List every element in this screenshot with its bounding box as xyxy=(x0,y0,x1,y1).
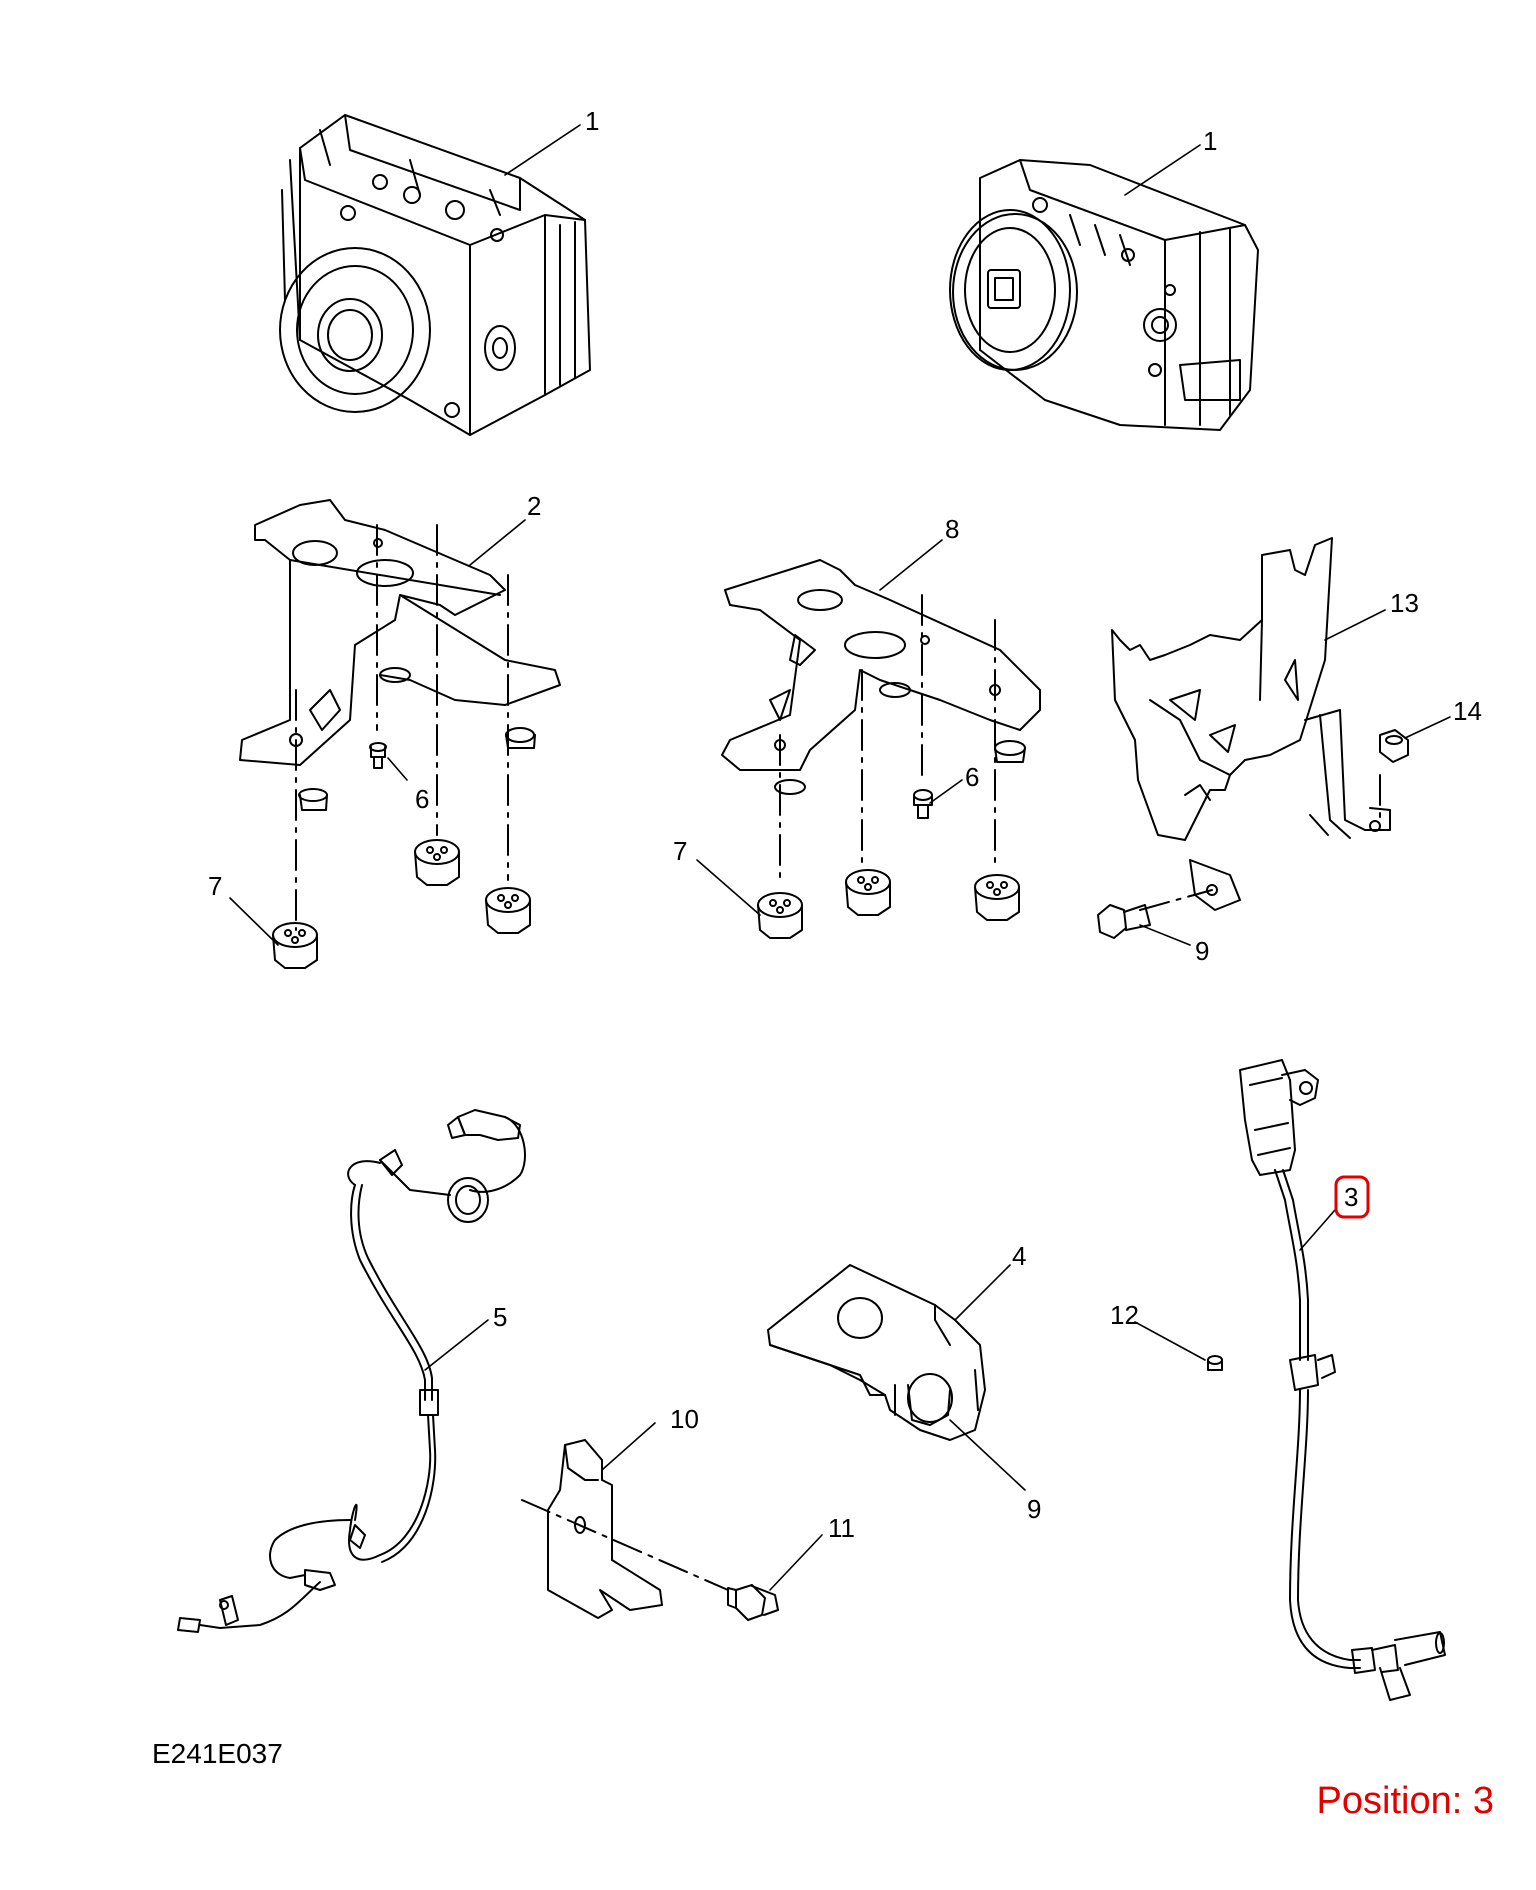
callout-9-lower[interactable]: 9 xyxy=(1027,1494,1041,1524)
callout-9-upper[interactable]: 9 xyxy=(1195,936,1209,966)
bolt-9-upper xyxy=(1098,905,1150,938)
mounting-axis-lines-2 xyxy=(295,524,509,931)
bracket-8 xyxy=(722,560,1040,794)
grommet-7-left-a xyxy=(273,923,317,968)
callout-12[interactable]: 12 xyxy=(1110,1300,1139,1330)
callout-5[interactable]: 5 xyxy=(493,1302,507,1332)
callout-10[interactable]: 10 xyxy=(670,1404,699,1434)
callout-3[interactable]: 3 xyxy=(1344,1182,1358,1212)
callout-2[interactable]: 2 xyxy=(527,491,541,521)
grommet-7-middle-a xyxy=(758,893,802,938)
mounting-axis-lines-13 xyxy=(1139,774,1381,911)
position-label: Position: 3 xyxy=(1316,1780,1494,1822)
abs-modulator-rear-view xyxy=(950,160,1258,430)
callout-7-middle[interactable]: 7 xyxy=(673,836,687,866)
bracket-13 xyxy=(1112,538,1390,910)
bracket-4 xyxy=(768,1265,985,1440)
bolt-12 xyxy=(1208,1356,1222,1370)
leader-lines xyxy=(229,124,1451,1591)
grommet-7-left-c xyxy=(486,888,530,933)
callout-11[interactable]: 11 xyxy=(828,1513,855,1543)
callout-4[interactable]: 4 xyxy=(1012,1241,1026,1271)
callout-13[interactable]: 13 xyxy=(1390,588,1419,618)
callout-7-left[interactable]: 7 xyxy=(208,871,222,901)
wheel-speed-sensor-harness-5 xyxy=(178,1110,525,1632)
abs-modulator-front-view xyxy=(280,115,590,435)
callout-14[interactable]: 14 xyxy=(1453,696,1482,726)
bolt-11 xyxy=(728,1585,778,1620)
callout-6-middle[interactable]: 6 xyxy=(965,762,979,792)
bolt-6-middle xyxy=(914,790,932,818)
grommet-7-middle-b xyxy=(846,870,890,915)
callout-1-left[interactable]: 1 xyxy=(585,106,599,136)
callout-1-right[interactable]: 1 xyxy=(1203,126,1217,156)
grommet-7-middle-c xyxy=(975,875,1019,920)
wheel-speed-sensor-3 xyxy=(1240,1060,1445,1700)
mounting-axis-line-10-11 xyxy=(521,1499,729,1591)
selected-callout-highlight xyxy=(1334,1175,1370,1219)
callout-8[interactable]: 8 xyxy=(945,514,959,544)
grommet-7-left-b xyxy=(415,840,459,885)
callout-labels: 1 1 2 8 13 14 6 6 7 7 9 3 4 5 12 10 11 9 xyxy=(208,106,1482,1543)
bracket-2 xyxy=(240,500,560,810)
bolt-6-left xyxy=(370,743,386,768)
nut-14 xyxy=(1380,730,1408,762)
figure-code: E241E037 xyxy=(152,1738,283,1769)
callout-6-left[interactable]: 6 xyxy=(415,784,429,814)
mounting-axis-lines-8 xyxy=(779,594,996,881)
